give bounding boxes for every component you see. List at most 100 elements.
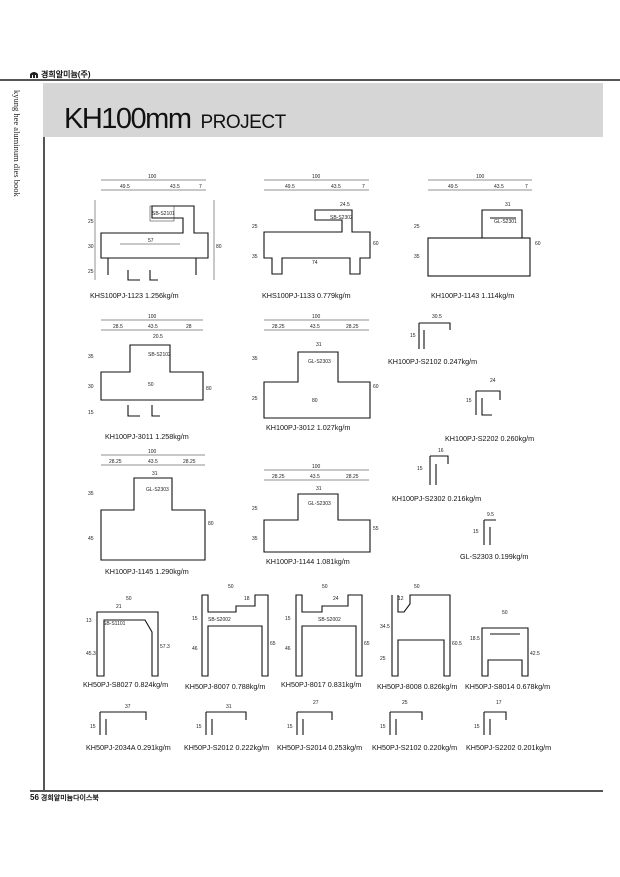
dim-inner: 57 bbox=[148, 238, 154, 244]
dim-w: 16 bbox=[438, 448, 444, 454]
dim-mid: 80 bbox=[312, 398, 318, 404]
profile-caption: KH100PJ-1143 1.114kg/m bbox=[431, 291, 515, 300]
dim-h2: 42.5 bbox=[530, 651, 540, 657]
profile-caption: KH50PJ-8008 0.826kg/m bbox=[377, 682, 458, 691]
dim-a: 28.25 bbox=[272, 474, 285, 480]
profile-caption: KH50PJ-8017 0.831kg/m bbox=[281, 680, 362, 689]
dim-a: 49.5 bbox=[285, 184, 295, 190]
dim-w: 25 bbox=[402, 700, 408, 706]
profile-caption: KH100PJ-1145 1.290kg/m bbox=[105, 567, 189, 576]
dim-h: 15 bbox=[474, 724, 480, 730]
profile-drawing-12: 50 18 SB-S2002 15 46 65 bbox=[192, 584, 276, 677]
dim-total: 60 bbox=[373, 384, 379, 390]
dim-h3: 57.3 bbox=[160, 644, 170, 650]
dim-w: 27 bbox=[313, 700, 319, 706]
dim-w: 30.5 bbox=[432, 314, 442, 320]
dim-h2: 35 bbox=[252, 254, 258, 260]
dim-b: 43.5 bbox=[148, 459, 158, 465]
dim-h1: 35 bbox=[252, 356, 258, 362]
dim-w: 9.5 bbox=[487, 512, 494, 518]
profile-drawing-14: 50 12 34.5 25 60.5 bbox=[380, 584, 462, 677]
dim-inner: 31 bbox=[505, 202, 511, 208]
profile-drawing-1: 100 49.5 43.5 7 24.5 SB-S2302 74 25 35 6… bbox=[252, 174, 379, 275]
dim-inner: 20.5 bbox=[153, 334, 163, 340]
dim-w: 37 bbox=[125, 704, 131, 710]
dim-h: 15 bbox=[466, 398, 472, 404]
profile-drawing-19: 25 15 bbox=[380, 700, 423, 735]
dim-w: 17 bbox=[496, 700, 502, 706]
profile-drawing-13: 50 24 SB-S2002 15 46 65 bbox=[285, 584, 370, 677]
title-sub: PROJECT bbox=[200, 112, 287, 133]
dim-total: 80 bbox=[208, 521, 214, 527]
profile-code: SB-S2002 bbox=[208, 617, 231, 623]
profile-drawing-3: 100 28.5 43.5 28 20.5 SB-S2102 50 35 30 … bbox=[88, 314, 212, 417]
dim-c: 7 bbox=[199, 184, 202, 190]
profile-code: SB-S2302 bbox=[330, 215, 353, 221]
dim-width: 100 bbox=[476, 174, 485, 180]
dim-h: 15 bbox=[90, 724, 96, 730]
dim-inner: 31 bbox=[316, 486, 322, 492]
dim-h2: 46 bbox=[285, 646, 291, 652]
profile-drawing-5: 30.5 15 bbox=[410, 314, 451, 349]
dim-width: 100 bbox=[148, 174, 157, 180]
dim-total: 60 bbox=[535, 241, 541, 247]
profile-drawing-4: 100 28.25 43.5 28.25 31 GL-S2303 80 35 2… bbox=[252, 314, 379, 419]
profile-drawing-16: 37 15 bbox=[90, 704, 147, 735]
page-number: 56 bbox=[30, 793, 39, 802]
company-label: 경희알미늄(주) bbox=[41, 70, 91, 79]
dim-h3: 25 bbox=[88, 269, 94, 275]
profile-caption: KHS100PJ-1123 1.256kg/m bbox=[90, 291, 179, 300]
profile-caption: KH50PJ-2034A 0.291kg/m bbox=[86, 743, 171, 752]
profile-caption: KH50PJ-S2202 0.201kg/m bbox=[466, 743, 552, 752]
dim-total: 55 bbox=[373, 526, 379, 532]
title-bar bbox=[43, 83, 603, 137]
profile-drawing-2: 100 49.5 43.5 7 31 GL-S2301 25 35 60 bbox=[414, 174, 541, 277]
company-logo-icon bbox=[30, 72, 38, 78]
profile-code: GL-S2303 bbox=[146, 487, 169, 493]
dim-total: 80 bbox=[206, 386, 212, 392]
top-rule bbox=[0, 79, 620, 81]
profile-drawing-10: 9.5 15 bbox=[473, 512, 496, 545]
dim-width: 100 bbox=[148, 314, 157, 320]
profile-caption: KH50PJ-S2102 0.220kg/m bbox=[372, 743, 458, 752]
dim-inner: 24.5 bbox=[340, 202, 350, 208]
dim-a: 49.5 bbox=[448, 184, 458, 190]
profile-caption: KH100PJ-S2202 0.260kg/m bbox=[445, 434, 535, 443]
profile-caption: KH100PJ-S2302 0.216kg/m bbox=[392, 494, 482, 503]
profile-code: GL-S2303 bbox=[308, 501, 331, 507]
dim-total: 80 bbox=[216, 244, 222, 250]
dim-h: 15 bbox=[410, 333, 416, 339]
dim-a: 18 bbox=[244, 596, 250, 602]
profile-caption: KHS100PJ-1133 0.779kg/m bbox=[262, 291, 351, 300]
dim-h1: 25 bbox=[88, 219, 94, 225]
dim-b: 43.5 bbox=[170, 184, 180, 190]
dim-bottom: 74 bbox=[312, 260, 318, 266]
profile-drawing-20: 17 15 bbox=[474, 700, 507, 735]
dim-h2: 45 bbox=[88, 536, 94, 542]
dim-h1: 13 bbox=[86, 618, 92, 624]
dim-w: 50 bbox=[502, 610, 508, 616]
profile-caption: KH50PJ-S8014 0.678kg/m bbox=[465, 682, 551, 691]
dim-w: 24 bbox=[490, 378, 496, 384]
dim-inner: 31 bbox=[316, 342, 322, 348]
dim-a: 12 bbox=[398, 596, 404, 602]
footer-text: 경희알미늄다이스북 bbox=[40, 795, 99, 802]
company-name: 경희알미늄(주) bbox=[30, 69, 91, 80]
dim-h: 15 bbox=[287, 724, 293, 730]
dim-c: 28.25 bbox=[183, 459, 196, 465]
dim-h1: 18.5 bbox=[470, 636, 480, 642]
profile-drawing-11: 50 21 SB-S1101 13 45.3 57.3 bbox=[86, 596, 170, 677]
dim-h: 15 bbox=[473, 529, 479, 535]
dim-width: 100 bbox=[312, 314, 321, 320]
dim-h3: 15 bbox=[88, 410, 94, 416]
dim-width: 100 bbox=[148, 449, 157, 455]
dim-h2: 35 bbox=[414, 254, 420, 260]
profile-drawing-18: 27 15 bbox=[287, 700, 333, 735]
dim-h2: 25 bbox=[252, 396, 258, 402]
left-rule bbox=[43, 137, 45, 792]
dim-h3: 65 bbox=[364, 641, 370, 647]
profile-code: SB-S2101 bbox=[152, 211, 175, 217]
dim-a: 24 bbox=[333, 596, 339, 602]
profile-caption: GL-S2303 0.199kg/m bbox=[460, 552, 529, 561]
